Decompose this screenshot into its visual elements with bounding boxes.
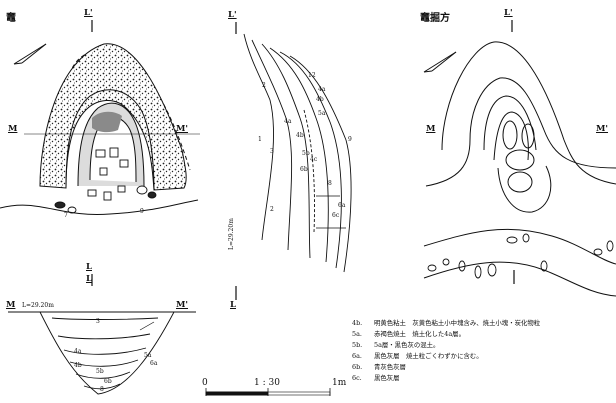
section-ll-layer-5b: 5b: [302, 150, 310, 157]
kamado-layer-9: 9: [140, 208, 144, 215]
section-ll-label-l: L: [230, 300, 236, 310]
legend-row: 5b.5a層・黒色灰の混土。: [352, 341, 440, 349]
section-mm-elevation: L=29.20m: [22, 302, 54, 309]
section-mm-label-l: L: [86, 274, 92, 284]
section-ll-layer-4b-top: 4b: [316, 96, 324, 103]
section-ll-layer-2b: 2: [262, 82, 266, 89]
ground-line: [0, 199, 199, 216]
section-ll-layer-6b: 6b: [300, 166, 308, 173]
section-ll-layer-5a: 5a: [318, 110, 326, 117]
kamado-label-m-prime: M': [176, 124, 189, 134]
section-ll-layer-4b: 4b: [296, 132, 304, 139]
section-ll-layer-1: 1: [258, 136, 262, 143]
section-ll-layer-4a: 4a: [284, 118, 292, 125]
section-ll-layer-3: 3: [270, 148, 274, 155]
section-ll-label-l-prime: L': [228, 10, 237, 20]
section-mm-layer-4b: 4b: [74, 362, 82, 369]
north-arrow-icon: [423, 51, 457, 73]
section-ll-layer-8: 8: [328, 180, 332, 187]
legend-row: 4b.明黄色粘土 灰黄色粘土小中塊含み、焼土小塊・炭化物粒: [352, 319, 541, 327]
legend-row: 6a.黒色灰層 焼土粒ごくわずかに含む。: [352, 352, 483, 360]
kussakugata-label-l-prime: L': [504, 8, 513, 18]
inner-ring-1: [65, 89, 155, 191]
section-ll-layer-6c: 6c: [332, 212, 340, 219]
legend-row: 5a.赤褐色焼土 焼土化した4a層。: [352, 330, 465, 338]
stones: [54, 147, 157, 214]
section-mm-layer-8: 8: [100, 386, 104, 393]
kussakugata-title: 竈掘方: [420, 13, 450, 24]
kussakugata-label-m: M: [426, 124, 436, 134]
section-ll: [235, 22, 352, 300]
scale-start: 0: [202, 378, 208, 388]
scale-end: 1m: [332, 378, 347, 388]
layer-legend: 4b.明黄色粘土 灰黄色粘土小中塊含み、焼土小塊・炭化物粒 5a.赤褐色焼土 焼…: [352, 318, 614, 384]
north-arrow-icon: [13, 43, 47, 65]
legend-row: 6c.黒色灰層: [352, 374, 400, 382]
section-mm-layer-5a: 5a: [144, 352, 152, 359]
section-mm-layer-5b: 5b: [96, 368, 104, 375]
section-mm-layer-6b: 6b: [104, 378, 112, 385]
section-ll-layer-4c: 4c: [310, 156, 318, 163]
section-ll-layer-12: 12: [308, 72, 316, 79]
section-mm-layer-6a: 6a: [150, 360, 158, 367]
section-mm-label-m: M: [6, 300, 16, 310]
kussakugata-label-m-prime: M': [596, 124, 609, 134]
kamado-label-m: M: [8, 124, 18, 134]
kamado-label-l: L: [86, 262, 92, 272]
scale-bar: [205, 388, 331, 396]
burnt-patch: [92, 111, 122, 133]
section-mm-label-m-prime: M': [176, 300, 189, 310]
section-ll-elevation: L=29.20m: [228, 218, 235, 250]
section-ll-layer-9: 9: [348, 136, 352, 143]
kamado-label-l-prime: L': [84, 8, 93, 18]
legend-row: 6b.青灰色灰層: [352, 363, 406, 371]
scale-ratio: 1 : 30: [254, 378, 280, 388]
outer-wall: [39, 43, 187, 191]
pebbles: [427, 233, 614, 279]
section-mm: [8, 274, 196, 395]
kussakugata-plan: [423, 20, 616, 297]
kamado-title: 竈: [6, 13, 16, 24]
kamado-layer-7: 7: [64, 212, 68, 219]
section-ll-layer-2: 2: [270, 206, 274, 213]
kamado-plan: [0, 20, 200, 216]
section-ll-layer-6a: 6a: [338, 202, 346, 209]
section-mm-layer-4a: 4a: [74, 348, 82, 355]
section-ll-layer-4a-top: 4a: [318, 86, 326, 93]
section-mm-layer-3: 3: [96, 318, 100, 325]
